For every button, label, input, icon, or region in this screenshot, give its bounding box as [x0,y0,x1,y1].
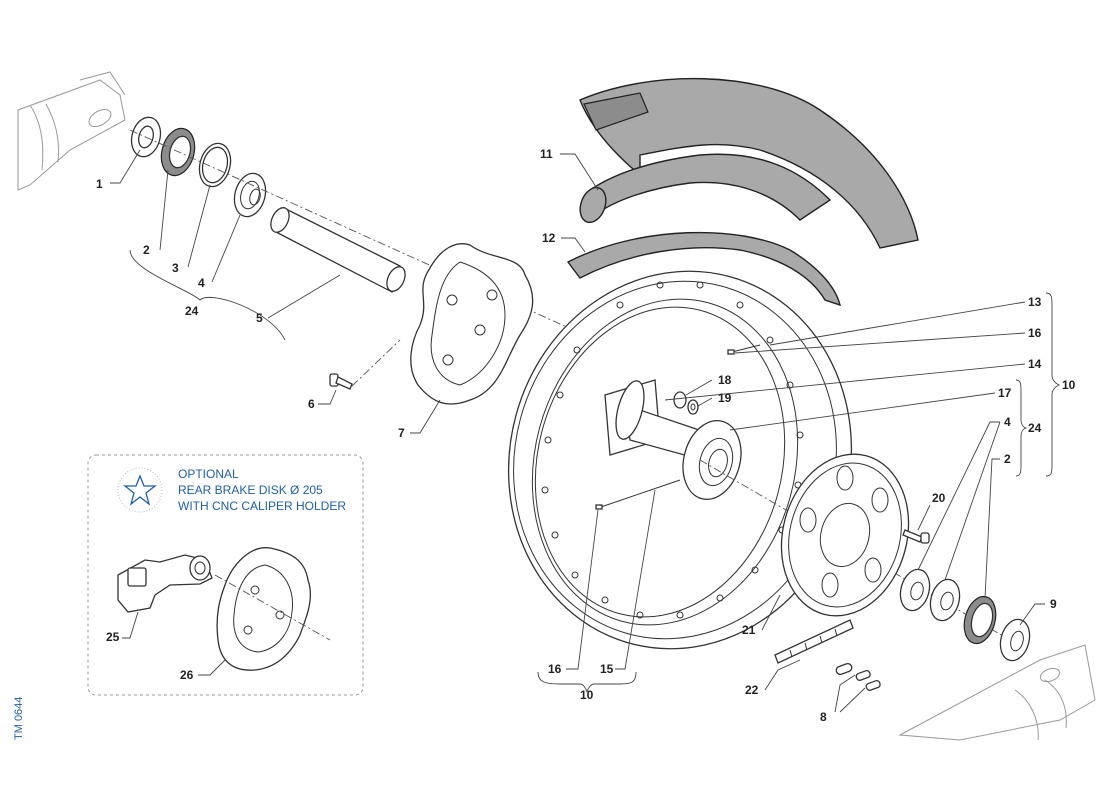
bolt-part-20 [902,529,930,544]
label-5: 5 [256,311,263,325]
brake-disc-optional-part-26 [216,547,312,671]
axis-line-left [129,129,641,361]
bearing-right-part-4a [899,568,931,612]
rim-strip-part-12 [566,231,841,307]
label-8: 8 [820,710,827,724]
label-24-right: 24 [1028,421,1042,435]
spacer-tube-part-5 [270,207,406,293]
label-18: 18 [718,373,732,387]
swingarm-left [17,71,126,191]
label-11: 11 [540,147,553,161]
label-4: 4 [198,276,205,290]
washer-part-19 [687,399,699,415]
label-12: 12 [542,231,556,245]
label-9: 9 [1050,597,1057,611]
label-2-right: 2 [1004,452,1011,466]
optional-line-3: WITH CNC CALIPER HOLDER [178,499,346,513]
label-16-bottom: 16 [548,662,562,676]
caliper-holder-part-25 [117,554,213,613]
axis-line-bolt [351,339,401,387]
bracket-24-right [1015,379,1028,477]
spoke-part-15 [595,344,761,510]
tyre-part-11 [579,77,919,249]
bracket-10-right [1045,292,1061,477]
brake-disc-part-7 [410,243,534,405]
rim-spoke-holes [541,281,804,619]
star-icon [117,467,163,513]
label-15: 15 [600,662,614,676]
optional-title: OPTIONAL [178,467,239,481]
swingarm-right [898,644,1096,741]
label-22: 22 [745,683,759,697]
optional-parts-box: OPTIONAL REAR BRAKE DISK Ø 205 WITH CNC … [87,454,364,696]
label-17: 17 [998,386,1012,400]
label-19: 19 [718,391,732,405]
label-4-right: 4 [1004,415,1011,429]
label-7: 7 [398,426,405,440]
label-14: 14 [1028,357,1042,371]
master-link-part-8 [835,662,881,691]
label-10-bottom: 10 [580,688,594,702]
spacer-part-9 [999,618,1031,662]
sprocket-part-21 [780,453,910,617]
label-6: 6 [308,397,315,411]
part-labels: 1 2 3 4 24 5 6 7 11 12 13 16 14 10 18 19… [96,147,1076,724]
bearing-right-part-4b [929,578,961,622]
leader-lines [110,149,1045,713]
label-10-right: 10 [1062,378,1076,392]
bracket-10-bottom [537,671,637,693]
label-24-left: 24 [185,304,199,318]
label-2: 2 [143,243,150,257]
label-20: 20 [932,491,946,505]
label-3: 3 [172,261,179,275]
chain-part-22 [774,619,854,664]
label-1: 1 [96,177,103,191]
label-13: 13 [1028,295,1042,309]
optional-line-2: REAR BRAKE DISK Ø 205 [178,483,323,497]
wheel-hub-part-17 [604,379,742,500]
nut-part-18 [673,391,687,409]
label-26: 26 [180,668,194,682]
seal-right-part-2 [963,595,997,645]
bearing-part-4 [233,172,267,218]
circlip-part-3 [198,142,232,188]
drawing-code: TM 0644 [13,697,25,740]
label-21: 21 [742,623,756,637]
label-16-top: 16 [1028,326,1042,340]
bolt-part-6 [329,373,353,390]
bracket-24-left [129,249,286,341]
label-25: 25 [106,630,120,644]
